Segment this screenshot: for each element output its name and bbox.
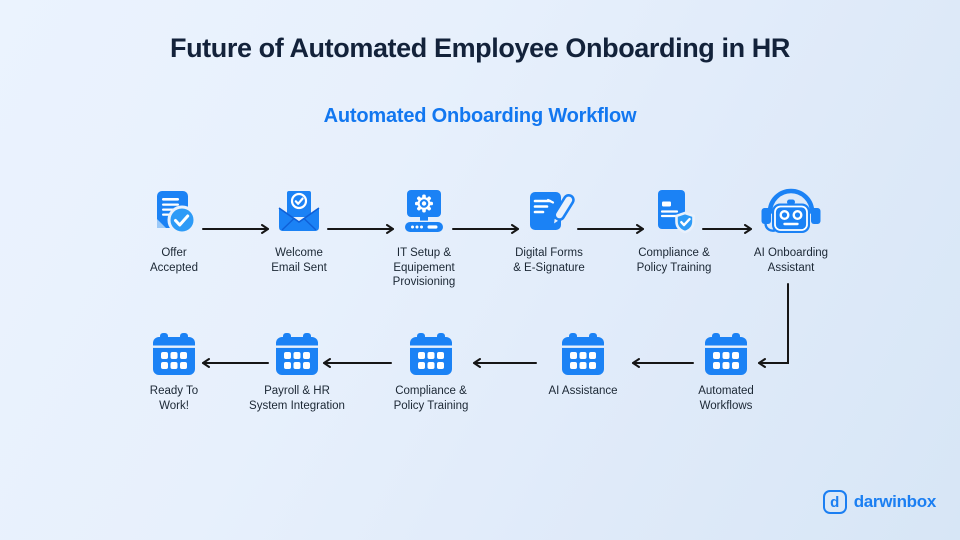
step-ai-assistance: AI Assistance	[513, 333, 653, 399]
calendar-icon	[153, 333, 195, 375]
robot-headset-icon	[761, 188, 821, 233]
step-compliance-training-2: Compliance & Policy Training	[361, 333, 501, 413]
workflow-subtitle: Automated Onboarding Workflow	[323, 105, 637, 127]
step-payroll-integration: Payroll & HR System Integration	[227, 333, 367, 413]
step-label: Payroll & HR System Integration	[249, 385, 345, 412]
document-shield-icon	[658, 190, 695, 234]
document-pen-icon	[530, 192, 575, 230]
step-ready-to-work: Ready To Work!	[104, 333, 244, 413]
step-label: Automated Workflows	[698, 385, 754, 412]
step-label: IT Setup & Equipement Provisioning	[392, 247, 456, 289]
darwinbox-logo-text: darwinbox	[853, 492, 937, 511]
step-digital-forms: Digital Forms & E-Signature	[479, 187, 619, 275]
step-label: Offer Accepted	[150, 247, 198, 274]
darwinbox-logo-icon: d	[822, 490, 847, 514]
calendar-icon	[705, 333, 747, 375]
step-compliance-training-1: Compliance & Policy Training	[604, 187, 744, 275]
step-it-setup: IT Setup & Equipement Provisioning	[354, 187, 494, 290]
calendar-icon	[276, 333, 318, 375]
step-label: AI Onboarding Assistant	[753, 247, 829, 274]
document-check-icon	[157, 191, 197, 235]
step-label: Compliance & Policy Training	[393, 385, 469, 412]
calendar-icon	[562, 333, 604, 375]
step-label: Ready To Work!	[149, 385, 199, 412]
step-welcome-email: Welcome Email Sent	[229, 187, 369, 275]
email-check-icon	[278, 189, 320, 231]
step-automated-workflows: Automated Workflows	[656, 333, 796, 413]
step-offer-accepted: Offer Accepted	[104, 187, 244, 275]
step-label: Digital Forms & E-Signature	[513, 247, 585, 274]
step-label: Welcome Email Sent	[271, 247, 327, 274]
step-label: AI Assistance	[548, 385, 618, 397]
page-title: Future of Automated Employee Onboarding …	[169, 33, 790, 63]
step-ai-assistant: AI Onboarding Assistant	[721, 187, 861, 275]
computer-gear-icon	[405, 190, 443, 232]
step-label: Compliance & Policy Training	[636, 247, 712, 274]
calendar-icon	[410, 333, 452, 375]
darwinbox-logo: d darwinbox	[822, 490, 937, 514]
